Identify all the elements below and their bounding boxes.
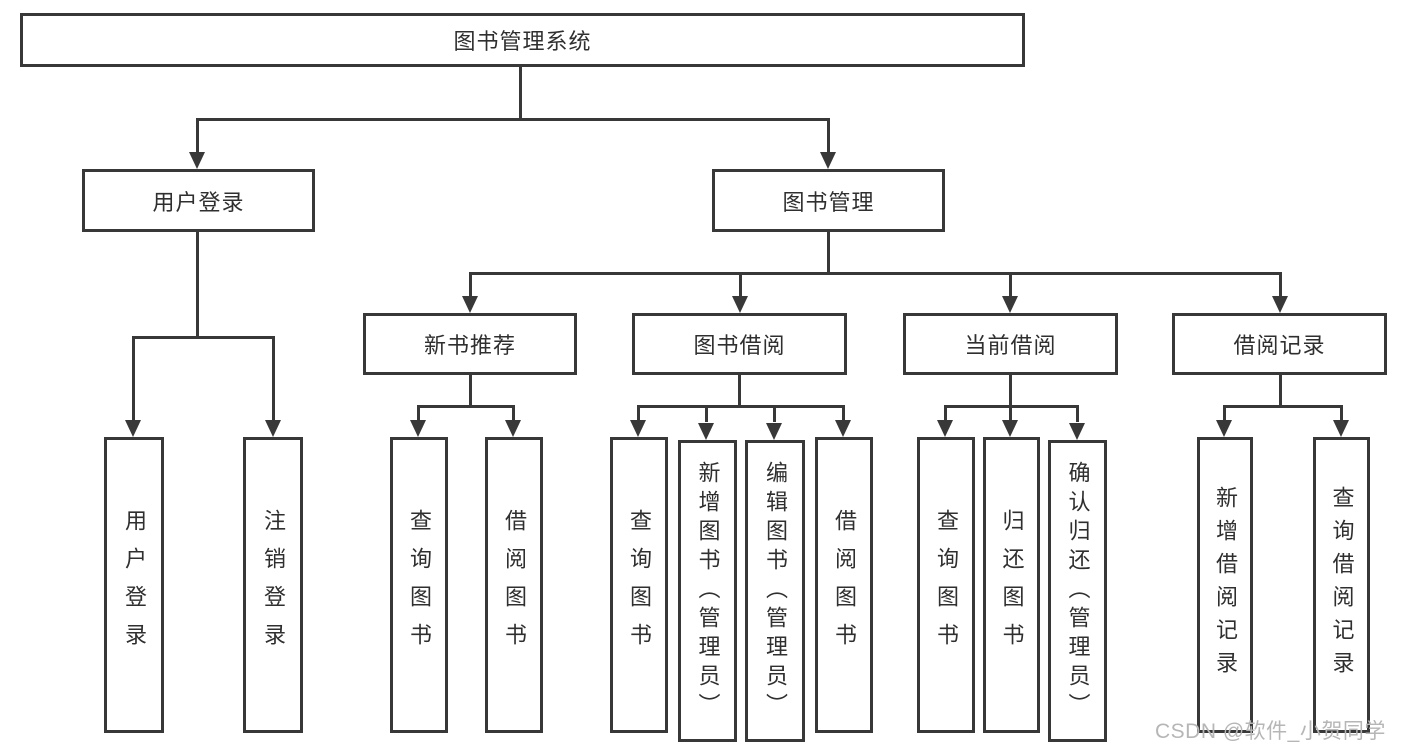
connector-book-management-branch — [469, 272, 1281, 275]
leaf-add-book-admin: 新增图书（管理员） — [678, 440, 737, 742]
connector-drop-user-login — [196, 118, 199, 153]
arrowhead-current-borrow — [1002, 296, 1018, 313]
node-book-management: 图书管理 — [712, 169, 945, 232]
node-new-book-recommend: 新书推荐 — [363, 313, 577, 375]
node-label: 用户登录 — [152, 189, 245, 215]
arrowhead — [835, 420, 851, 437]
node-label: 借阅图书 — [502, 509, 527, 661]
node-label: 查询图书 — [934, 509, 959, 661]
arrowhead — [1333, 420, 1349, 437]
csdn-watermark: CSDN @软件_小贺同学 — [1155, 720, 1386, 743]
leaf-borrow-book: 借阅图书 — [815, 437, 873, 733]
node-user-login: 用户登录 — [82, 169, 315, 232]
connector-user-login-stem — [196, 232, 199, 336]
arrowhead — [1216, 420, 1232, 437]
node-label: 归还图书 — [999, 509, 1025, 661]
connector-drop-borrow-record — [1279, 272, 1282, 296]
node-label: 新书推荐 — [423, 333, 516, 358]
node-borrow-record: 借阅记录 — [1172, 313, 1387, 375]
arrowhead — [698, 423, 714, 440]
node-label: 借阅图书 — [832, 509, 857, 661]
connector-drop-current-borrow — [1009, 272, 1012, 296]
arrowhead — [630, 420, 646, 437]
connector-drop — [1340, 405, 1343, 422]
connector-drop — [842, 405, 845, 422]
arrowhead — [937, 420, 953, 437]
connector-new-book-stem — [469, 375, 472, 405]
node-book-borrow: 图书借阅 — [632, 313, 847, 375]
connector-drop — [1076, 405, 1079, 422]
arrowhead-user-login — [189, 152, 205, 169]
connector-drop-book-management — [827, 118, 830, 153]
connector-user-login-branch — [133, 336, 274, 339]
connector-drop-leaf-logout — [272, 336, 275, 420]
node-label: 编辑图书（管理员） — [763, 460, 788, 722]
leaf-query-borrow-record: 查询借阅记录 — [1313, 437, 1370, 733]
leaf-add-borrow-record: 新增借阅记录 — [1197, 437, 1253, 733]
arrowhead-new-book — [462, 296, 478, 313]
connector-drop — [637, 405, 640, 422]
leaf-query-book-borrow: 查询图书 — [610, 437, 668, 733]
node-label: 图书借阅 — [693, 333, 786, 358]
arrowhead-book-borrow — [732, 296, 748, 313]
leaf-query-book-current: 查询图书 — [917, 437, 975, 733]
connector-book-management-stem — [827, 232, 830, 272]
node-label: 图书管理 — [782, 189, 875, 215]
connector-drop — [1009, 405, 1012, 422]
leaf-return-book: 归还图书 — [983, 437, 1040, 733]
connector-drop — [944, 405, 947, 422]
node-label: 新增借阅记录 — [1213, 486, 1238, 684]
leaf-user-login: 用户登录 — [104, 437, 164, 733]
arrowhead — [766, 423, 782, 440]
arrowhead-leaf-user-login — [125, 420, 141, 437]
connector-book-borrow-stem — [738, 375, 741, 405]
node-label: 用户登录 — [122, 509, 147, 661]
leaf-confirm-return-admin: 确认归还（管理员） — [1048, 440, 1107, 742]
connector-root-branch — [197, 118, 830, 121]
leaf-query-book-recommend: 查询图书 — [390, 437, 448, 733]
node-library-management-system: 图书管理系统 — [20, 13, 1025, 67]
arrowhead-book-management — [820, 152, 836, 169]
connector-current-borrow-stem — [1009, 375, 1012, 405]
node-label: 图书管理系统 — [453, 29, 592, 54]
connector-drop — [705, 405, 708, 422]
node-label: 借阅记录 — [1233, 333, 1326, 358]
arrowhead-borrow-record — [1272, 296, 1288, 313]
node-current-borrow: 当前借阅 — [903, 313, 1118, 375]
arrowhead — [1069, 423, 1085, 440]
node-label: 查询借阅记录 — [1329, 486, 1355, 684]
node-label: 查询图书 — [407, 509, 432, 661]
connector-new-book-branch — [418, 405, 515, 408]
connector-drop-leaf-user-login — [132, 336, 135, 420]
arrowhead — [1002, 420, 1018, 437]
arrowhead-leaf-logout — [265, 420, 281, 437]
connector-drop-new-book — [469, 272, 472, 296]
leaf-edit-book-admin: 编辑图书（管理员） — [745, 440, 805, 742]
node-label: 注销登录 — [261, 509, 286, 661]
node-label: 新增图书（管理员） — [695, 460, 721, 722]
connector-borrow-record-stem — [1279, 375, 1282, 405]
leaf-borrow-book-recommend: 借阅图书 — [485, 437, 543, 733]
connector-drop — [417, 405, 420, 422]
connector-drop — [773, 405, 776, 422]
connector-drop — [512, 405, 515, 422]
connector-drop — [1223, 405, 1226, 422]
connector-drop-book-borrow — [739, 272, 742, 296]
node-label: 查询图书 — [627, 509, 652, 661]
node-label: 确认归还（管理员） — [1065, 460, 1091, 722]
node-label: 当前借阅 — [964, 333, 1057, 358]
arrowhead — [410, 420, 426, 437]
leaf-logout: 注销登录 — [243, 437, 303, 733]
connector-borrow-record-branch — [1224, 405, 1342, 408]
connector-book-borrow-branch — [638, 405, 844, 408]
connector-root-stem — [519, 67, 522, 118]
arrowhead — [505, 420, 521, 437]
